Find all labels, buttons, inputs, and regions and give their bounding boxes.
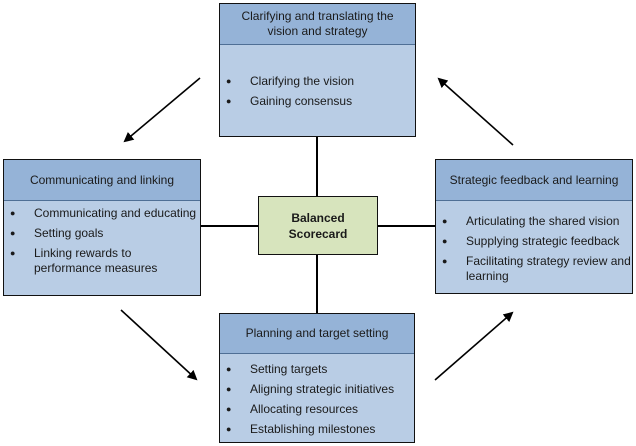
list-item: Aligning strategic initiatives [220,382,414,397]
list-item: Allocating resources [220,402,414,417]
bullet-list: Articulating the shared vision Supplying… [436,214,632,284]
list-item: Articulating the shared vision [436,214,632,229]
arrow-top-to-left [123,77,201,143]
list-item: Clarifying the vision [220,74,415,89]
list-item: Facilitating strategy review and learnin… [436,254,632,284]
list-item: Establishing milestones [220,422,414,437]
center-label-line1: Balanced [291,210,345,225]
box-clarifying-vision: Clarifying and translating the vision an… [219,3,416,137]
arrow-left-to-bottom [120,309,198,381]
center-balanced-scorecard: Balanced Scorecard [258,196,378,255]
box-planning-target: Planning and target setting Setting targ… [219,313,415,443]
box-title: Communicating and linking [4,160,200,201]
box-title: Strategic feedback and learning [436,160,632,201]
box-title: Clarifying and translating the vision an… [220,4,415,45]
list-item: Communicating and educating [4,206,200,221]
bullet-list: Setting targets Aligning strategic initi… [220,362,414,437]
bullet-list: Communicating and educating Setting goal… [4,206,200,276]
list-item: Gaining consensus [220,94,415,109]
center-label-line2: Scorecard [288,226,348,241]
list-item: Supplying strategic feedback [436,234,632,249]
box-title: Planning and target setting [220,314,414,354]
arrow-bottom-to-right [434,311,514,381]
box-communicating-linking: Communicating and linking Communicating … [3,159,201,296]
arrow-right-to-top [437,77,514,146]
list-item: Linking rewards to performance measures [4,246,200,276]
box-strategic-feedback: Strategic feedback and learning Articula… [435,159,633,294]
list-item: Setting goals [4,226,200,241]
bullet-list: Clarifying the vision Gaining consensus [220,74,415,109]
list-item: Setting targets [220,362,414,377]
